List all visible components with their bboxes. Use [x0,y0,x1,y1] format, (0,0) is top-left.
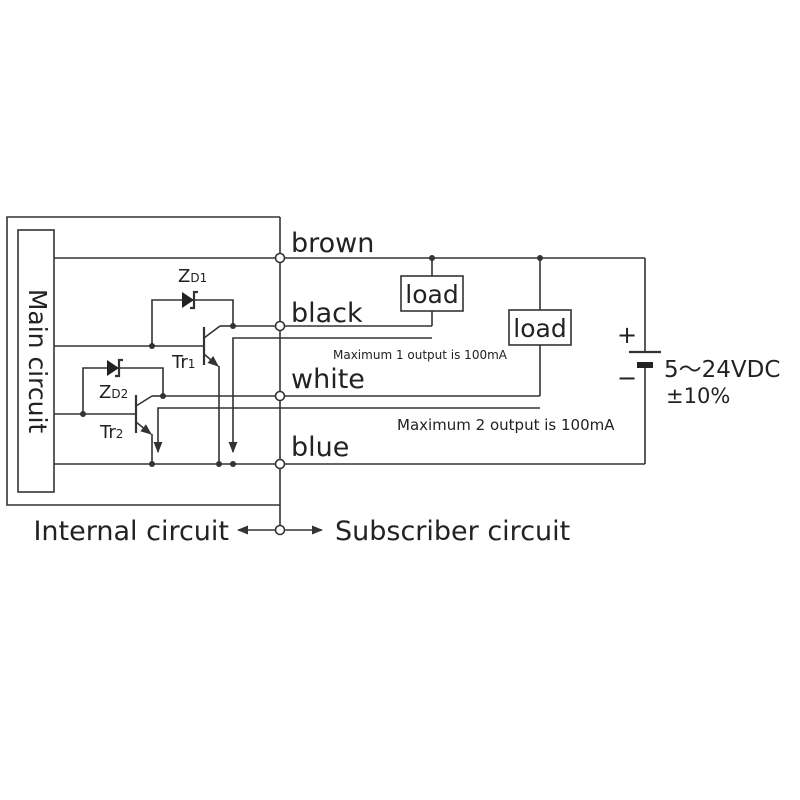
terminal-brown [274,252,286,264]
wire-label-black: black [291,298,363,329]
junction-tr1-base [149,343,155,349]
zd1-label: ZD1 [178,266,207,287]
tr1-emitter-arrow [203,353,219,367]
junction-tr2-base [80,411,86,417]
load2-box [508,309,572,346]
junction-max1-return [230,461,236,467]
main-circuit-block [17,229,55,493]
zd2-bar [115,358,123,378]
junction-brown-load2 [537,255,543,261]
main-circuit-label: Main circuit [23,289,52,434]
wire-label-white: white [291,364,365,395]
supply-plus-sign: + [617,321,637,349]
subscriber-circuit-label: Subscriber circuit [335,516,570,547]
tr2-collector-lead [135,395,153,407]
junction-tr2-emitter [149,461,155,467]
terminal-blue [274,458,286,470]
battery-plate-short [637,362,653,368]
terminal-boundary [274,524,286,536]
junction-tr1-collector [230,323,236,329]
internal-circuit-label: Internal circuit [33,516,229,547]
load1-label: load [405,280,458,309]
zd2-label: ZD2 [99,382,128,403]
tr1-collector-lead [203,325,221,339]
wire-label-brown: brown [291,228,374,259]
load2-label: load [513,314,566,343]
zd2-triangle [107,360,119,376]
supply-voltage: 5～24VDC [664,357,780,383]
max1-note: Maximum 1 output is 100mA [333,348,508,362]
wire-label-blue: blue [291,432,349,463]
load1-box [400,275,464,312]
max1-current-arrow [228,337,432,454]
supply-minus-sign: − [617,364,637,392]
junction-tr2-collector [160,393,166,399]
max2-note: Maximum 2 output is 100mA [397,416,615,434]
zd2-loop-wire [82,367,164,414]
junction-brown-load1 [429,255,435,261]
terminal-black [274,320,286,332]
tr2-emitter-arrow [135,421,152,435]
zd1-triangle [182,292,194,308]
tr2-label: Tr2 [99,422,123,443]
terminal-white [274,390,286,402]
max2-current-arrow [153,407,540,454]
supply-tolerance: ±10% [666,384,730,408]
tr1-label: Tr1 [171,352,195,373]
internal-circuit-frame [6,216,280,506]
junction-tr1-emitter [216,461,222,467]
zd1-bar [190,290,198,310]
